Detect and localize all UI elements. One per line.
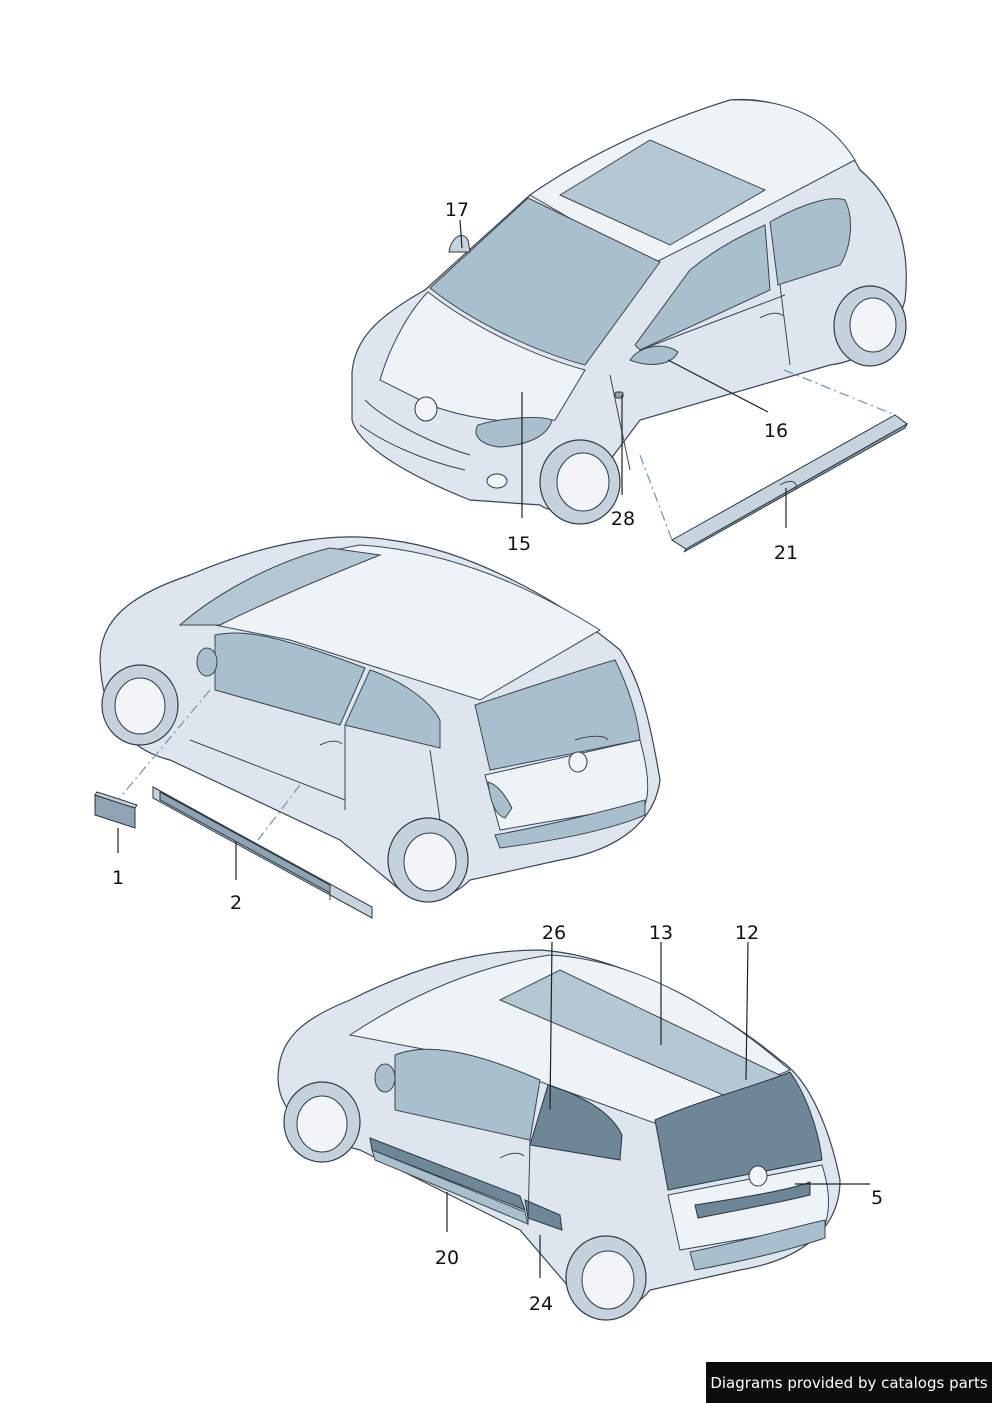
callout-1: 1	[112, 867, 124, 889]
callout-26: 26	[542, 922, 566, 944]
callout-16: 16	[764, 420, 788, 442]
callout-5: 5	[871, 1187, 883, 1209]
leader-lines	[117, 219, 870, 1278]
callout-15: 15	[507, 533, 531, 555]
patch-1	[94, 791, 138, 829]
footer-banner: Diagrams provided by catalogs parts	[706, 1362, 992, 1403]
car-front-view	[351, 98, 907, 525]
footer-text: Diagrams provided by catalogs parts	[710, 1373, 988, 1392]
car-rear-view	[99, 536, 661, 903]
callout-20: 20	[435, 1247, 459, 1269]
callout-28: 28	[611, 508, 635, 530]
callout-17: 17	[445, 199, 469, 221]
callout-13: 13	[649, 922, 673, 944]
sill-trim-21	[671, 414, 909, 553]
callout-12: 12	[735, 922, 759, 944]
callout-21: 21	[774, 542, 798, 564]
callout-labels: 17 16 15 28 21 1 2 26 13 12 5 20 24	[112, 199, 883, 1315]
side-stripe-2	[152, 786, 373, 919]
callout-2: 2	[230, 892, 242, 914]
car-decor-view	[277, 949, 841, 1321]
callout-24: 24	[529, 1293, 553, 1315]
dashed-leaders	[117, 369, 896, 841]
